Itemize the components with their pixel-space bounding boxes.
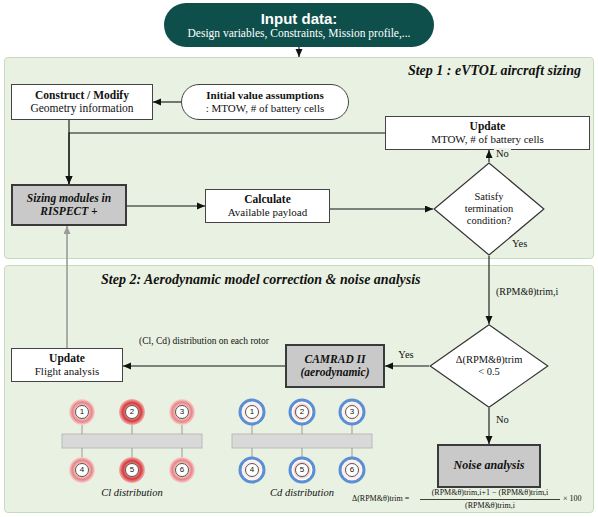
node-text: Satisfy termination condition? [458,191,521,227]
callout-number: 6 [345,463,359,477]
edge-label: No [494,414,511,426]
flow-arrow [123,365,285,366]
formula-text: × 100 [563,494,582,503]
node-text: Geometry information [30,102,133,115]
flow-arrow [66,226,68,348]
formula-text: Δ(RPM&θ)trim = [352,494,409,503]
callout-number: 5 [125,463,139,477]
node-text: Construct / Modify [35,89,129,102]
node-text: MTOW, # of battery cells [431,133,544,146]
edge-label: (RPM&θ)trim,i [494,286,560,298]
callout-number: 1 [245,405,259,419]
node-text: Available payload [228,206,308,219]
flow-arrow [330,208,433,209]
module-box: Noise analysis [437,444,541,488]
node-text: CAMRAD II (aerodynamic) [292,353,378,379]
formula-text: (RPM&θ)trim,i [465,501,515,510]
node-text: Δ(RPM&θ)trim < 0.5 [455,354,522,378]
input-box: Input data:Design variables, Constraints… [164,3,434,47]
flow-arrow [153,101,181,102]
process-box: CalculateAvailable payload [205,189,330,223]
node-text: Calculate [244,193,291,206]
node-text: Initial value assumptions [206,89,323,102]
cd-rotor-group [232,400,372,482]
callout-number: 4 [245,463,259,477]
step-title: Step 1 : eVTOL aircraft sizing [408,63,581,79]
branch-label: Yes [512,238,527,250]
figure-caption: Cd distribution [270,487,334,499]
edge-label: Yes [396,349,415,361]
flow-arrow [127,205,205,206]
node-text: Noise analysis [453,459,524,473]
step-title: Step 2: Aerodynamic model correction & n… [101,272,421,288]
flow-arrow [488,256,489,324]
node-text: Design variables, Constraints, Mission p… [188,27,411,40]
node-text: Update [49,352,85,365]
node-text: Sizing modules in RISPECT + [18,192,120,218]
process-box: Construct / ModifyGeometry information [11,84,153,120]
node-text: Input data: [261,10,338,27]
flow-arrow [298,47,299,57]
node-text: Update [470,120,506,133]
decision-diamond: Δ(RPM&θ)trim < 0.5 [429,324,549,408]
node-text: Flight analysis [35,365,99,378]
process-box: UpdateFlight analysis [11,348,123,382]
flow-arrow [385,365,429,366]
callout-number: 3 [175,405,189,419]
callout-number: 3 [345,405,359,419]
node-text: : MTOW, # of battery cells [206,102,325,115]
edge-label: No [494,148,511,160]
flow-arrow [488,150,489,162]
figure-caption: Cl distribution [101,487,163,499]
assumption-box: Initial value assumptions: MTOW, # of ba… [181,84,349,120]
cl-rotor-group [62,399,202,483]
process-box: UpdateMTOW, # of battery cells [385,116,590,150]
module-box: Sizing modules in RISPECT + [11,184,127,226]
flow-arrow [488,408,489,444]
callout-number: 5 [295,463,309,477]
callout-number: 6 [175,463,189,477]
callout-number: 4 [75,463,89,477]
formula-text: (RPM&θ)trim,i+1 − (RPM&θ)trim,i [432,488,549,497]
decision-diamond: Satisfy termination condition? [433,162,545,256]
fraction-bar [420,499,560,500]
callout-number: 2 [125,405,139,419]
callout-number: 2 [295,405,309,419]
callout-number: 1 [75,405,89,419]
edge-label: (Cl, Cd) distribution on each rotor [123,336,285,347]
module-box: CAMRAD II (aerodynamic) [285,344,385,388]
flow-arrow [69,133,385,184]
